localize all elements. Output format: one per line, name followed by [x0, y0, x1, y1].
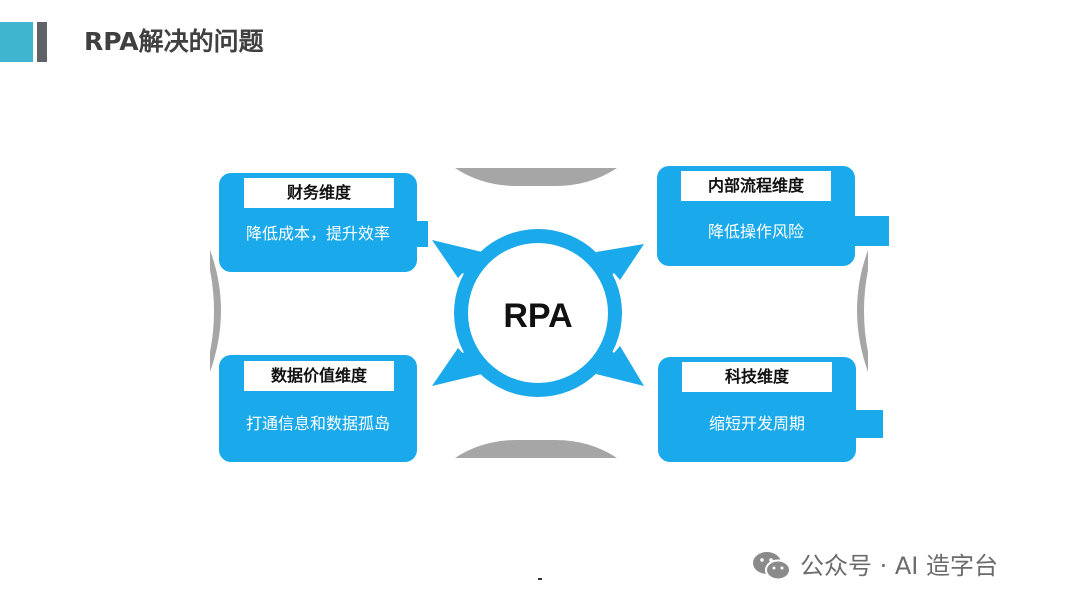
card-technology-title: 科技维度: [682, 362, 832, 392]
arrow-head-bottom-left: [432, 348, 482, 386]
arrow-head-top-left: [432, 240, 482, 278]
connector-top: [455, 168, 617, 186]
card-technology-tab: [849, 410, 883, 438]
card-process-description: 降低操作风险: [707, 222, 804, 241]
arrow-head-bottom-right: [596, 346, 644, 386]
card-process-title: 内部流程维度: [681, 171, 831, 201]
page-title: RPA解决的问题: [84, 27, 264, 56]
connector-right: [857, 250, 868, 372]
card-finance-description: 降低成本，提升效率: [245, 224, 390, 243]
title-accent-bar: [37, 22, 47, 62]
title-accent-block: [0, 22, 33, 62]
center-ring-inner: [468, 243, 608, 383]
card-finance-tab: [410, 221, 428, 247]
connector-bottom: [455, 440, 617, 458]
watermark: 公众号 · AI 造字台: [752, 548, 998, 584]
connector-left: [210, 250, 221, 372]
card-process-tab: [848, 216, 889, 246]
card-data-value-description: 打通信息和数据孤岛: [245, 414, 390, 433]
card-finance-title: 财务维度: [244, 178, 394, 208]
wechat-icon: [753, 552, 791, 581]
watermark-text: 公众号 · AI 造字台: [800, 552, 999, 580]
arrow-head-top-right: [596, 244, 644, 280]
center-label: RPA: [503, 297, 572, 335]
footer-mark: [538, 578, 542, 580]
card-technology-description: 缩短开发周期: [708, 414, 805, 433]
card-data-value-title: 数据价值维度: [244, 361, 394, 391]
